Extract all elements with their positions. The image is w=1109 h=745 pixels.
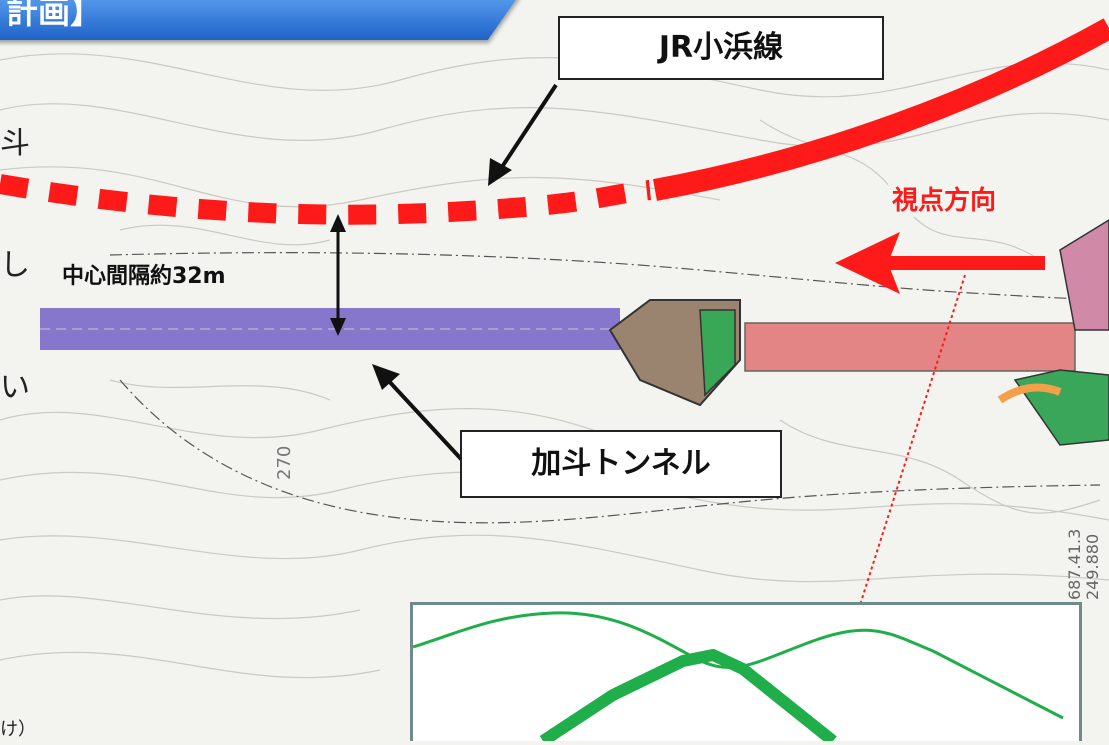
coordinate-label-2: 249.880 xyxy=(1083,534,1102,600)
interchange-structures xyxy=(997,219,1109,446)
cut-off-text: い xyxy=(0,370,30,405)
tunnel-label: 加斗トンネル xyxy=(460,430,782,498)
cut-off-text: し xyxy=(0,248,30,283)
center-distance-label: 中心間隔約32m xyxy=(58,258,230,290)
view-direction-label: 視点方向 xyxy=(888,180,1001,217)
ridge-sketch xyxy=(412,611,1064,745)
sightline xyxy=(859,274,966,606)
jr-line-dotted xyxy=(0,174,651,225)
bridge-section xyxy=(744,322,1076,372)
cut-off-text: 斗 xyxy=(0,126,30,161)
callout-pointers xyxy=(372,83,558,462)
alignment-lines xyxy=(109,252,1101,524)
view-inset-panel xyxy=(410,602,1082,745)
jr-line-label: JR小浜線 xyxy=(558,16,884,80)
coordinate-label-1: 687.41.3 xyxy=(1065,529,1084,600)
contour-label: 270 xyxy=(274,446,295,480)
tunnel-portal xyxy=(608,299,741,407)
cut-off-text: け） xyxy=(0,719,36,740)
distance-arrow xyxy=(330,214,346,336)
banner-title: 計画】 xyxy=(6,0,103,31)
view-direction-arrow xyxy=(835,232,1045,294)
jr-line-existing xyxy=(653,18,1109,201)
